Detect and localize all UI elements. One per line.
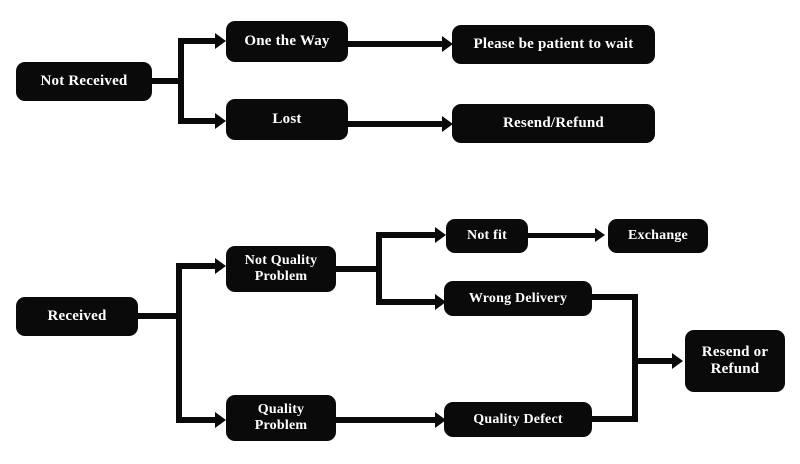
arrowhead-to-resend-or-refund [672, 353, 683, 369]
arrowhead-to-lost [215, 113, 226, 129]
node-exchange[interactable]: Exchange [608, 219, 708, 253]
connector-received-split [176, 263, 182, 423]
connector-to-on-the-way [178, 38, 218, 44]
node-resend-or-refund[interactable]: Resend or Refund [685, 330, 785, 392]
node-lost[interactable]: Lost [226, 99, 348, 140]
connector-wrong-delivery-to-merge [592, 294, 638, 300]
connector-not-received-split [178, 41, 184, 124]
node-received-label: Received [47, 308, 107, 325]
arrowhead-to-exchange [595, 228, 605, 242]
arrowhead-to-on-the-way [215, 33, 226, 49]
arrowhead-to-wrong-delivery [435, 294, 446, 310]
node-received[interactable]: Received [16, 297, 138, 336]
node-not-quality-problem[interactable]: Not Quality Problem [226, 246, 336, 292]
connector-quality-problem-to-quality-defect [336, 417, 438, 423]
node-resend-or-refund-label-line2: Refund [710, 361, 760, 377]
connector-to-lost [178, 118, 218, 124]
node-on-the-way[interactable]: One the Way [226, 21, 348, 62]
arrowhead-to-quality-problem [215, 412, 226, 428]
connector-to-not-fit [376, 232, 438, 238]
node-wrong-delivery-label: Wrong Delivery [468, 290, 568, 306]
connector-not-quality-problem-split [376, 232, 382, 305]
arrowhead-to-not-quality-problem [215, 258, 226, 274]
connector-to-quality-problem [176, 417, 218, 423]
connector-lost-to-resend-refund [348, 121, 446, 127]
arrowhead-to-resend-refund [442, 116, 453, 132]
node-not-fit[interactable]: Not fit [446, 219, 528, 253]
node-please-be-patient-to-wait-label: Please be patient to wait [473, 36, 634, 53]
connector-merge-to-resend-or-refund [632, 358, 676, 364]
node-resend-or-refund-label-line1: Resend or [701, 344, 769, 361]
connector-on-the-way-to-please-wait [348, 41, 446, 47]
node-quality-defect-label: Quality Defect [473, 411, 563, 427]
node-quality-problem[interactable]: Quality Problem [226, 395, 336, 441]
arrowhead-to-not-fit [435, 227, 446, 243]
node-not-received-label: Not Received [40, 73, 128, 90]
arrowhead-to-please-wait [442, 36, 453, 52]
node-quality-problem-label-line1: Quality [257, 402, 305, 418]
node-not-received[interactable]: Not Received [16, 62, 152, 101]
node-lost-label: Lost [272, 111, 302, 128]
connector-not-quality-problem-stem [336, 266, 382, 272]
node-resend-refund-label: Resend/Refund [503, 115, 604, 132]
connector-not-received-stem [152, 78, 182, 84]
node-exchange-label: Exchange [628, 228, 688, 244]
node-not-fit-label: Not fit [467, 228, 507, 244]
node-wrong-delivery[interactable]: Wrong Delivery [444, 281, 592, 316]
connector-to-not-quality-problem [176, 263, 218, 269]
connector-to-wrong-delivery [376, 299, 438, 305]
connector-quality-defect-to-merge [592, 416, 638, 422]
node-quality-problem-label-line2: Problem [254, 418, 308, 433]
connector-not-fit-to-exchange [528, 233, 598, 238]
node-quality-defect[interactable]: Quality Defect [444, 402, 592, 437]
node-please-be-patient-to-wait[interactable]: Please be patient to wait [452, 25, 655, 64]
node-on-the-way-label: One the Way [244, 33, 330, 50]
arrowhead-to-quality-defect [435, 412, 446, 428]
node-not-quality-problem-label-line1: Not Quality [244, 253, 318, 269]
connector-received-stem [138, 313, 182, 319]
node-resend-refund[interactable]: Resend/Refund [452, 104, 655, 143]
node-not-quality-problem-label-line2: Problem [254, 269, 308, 284]
